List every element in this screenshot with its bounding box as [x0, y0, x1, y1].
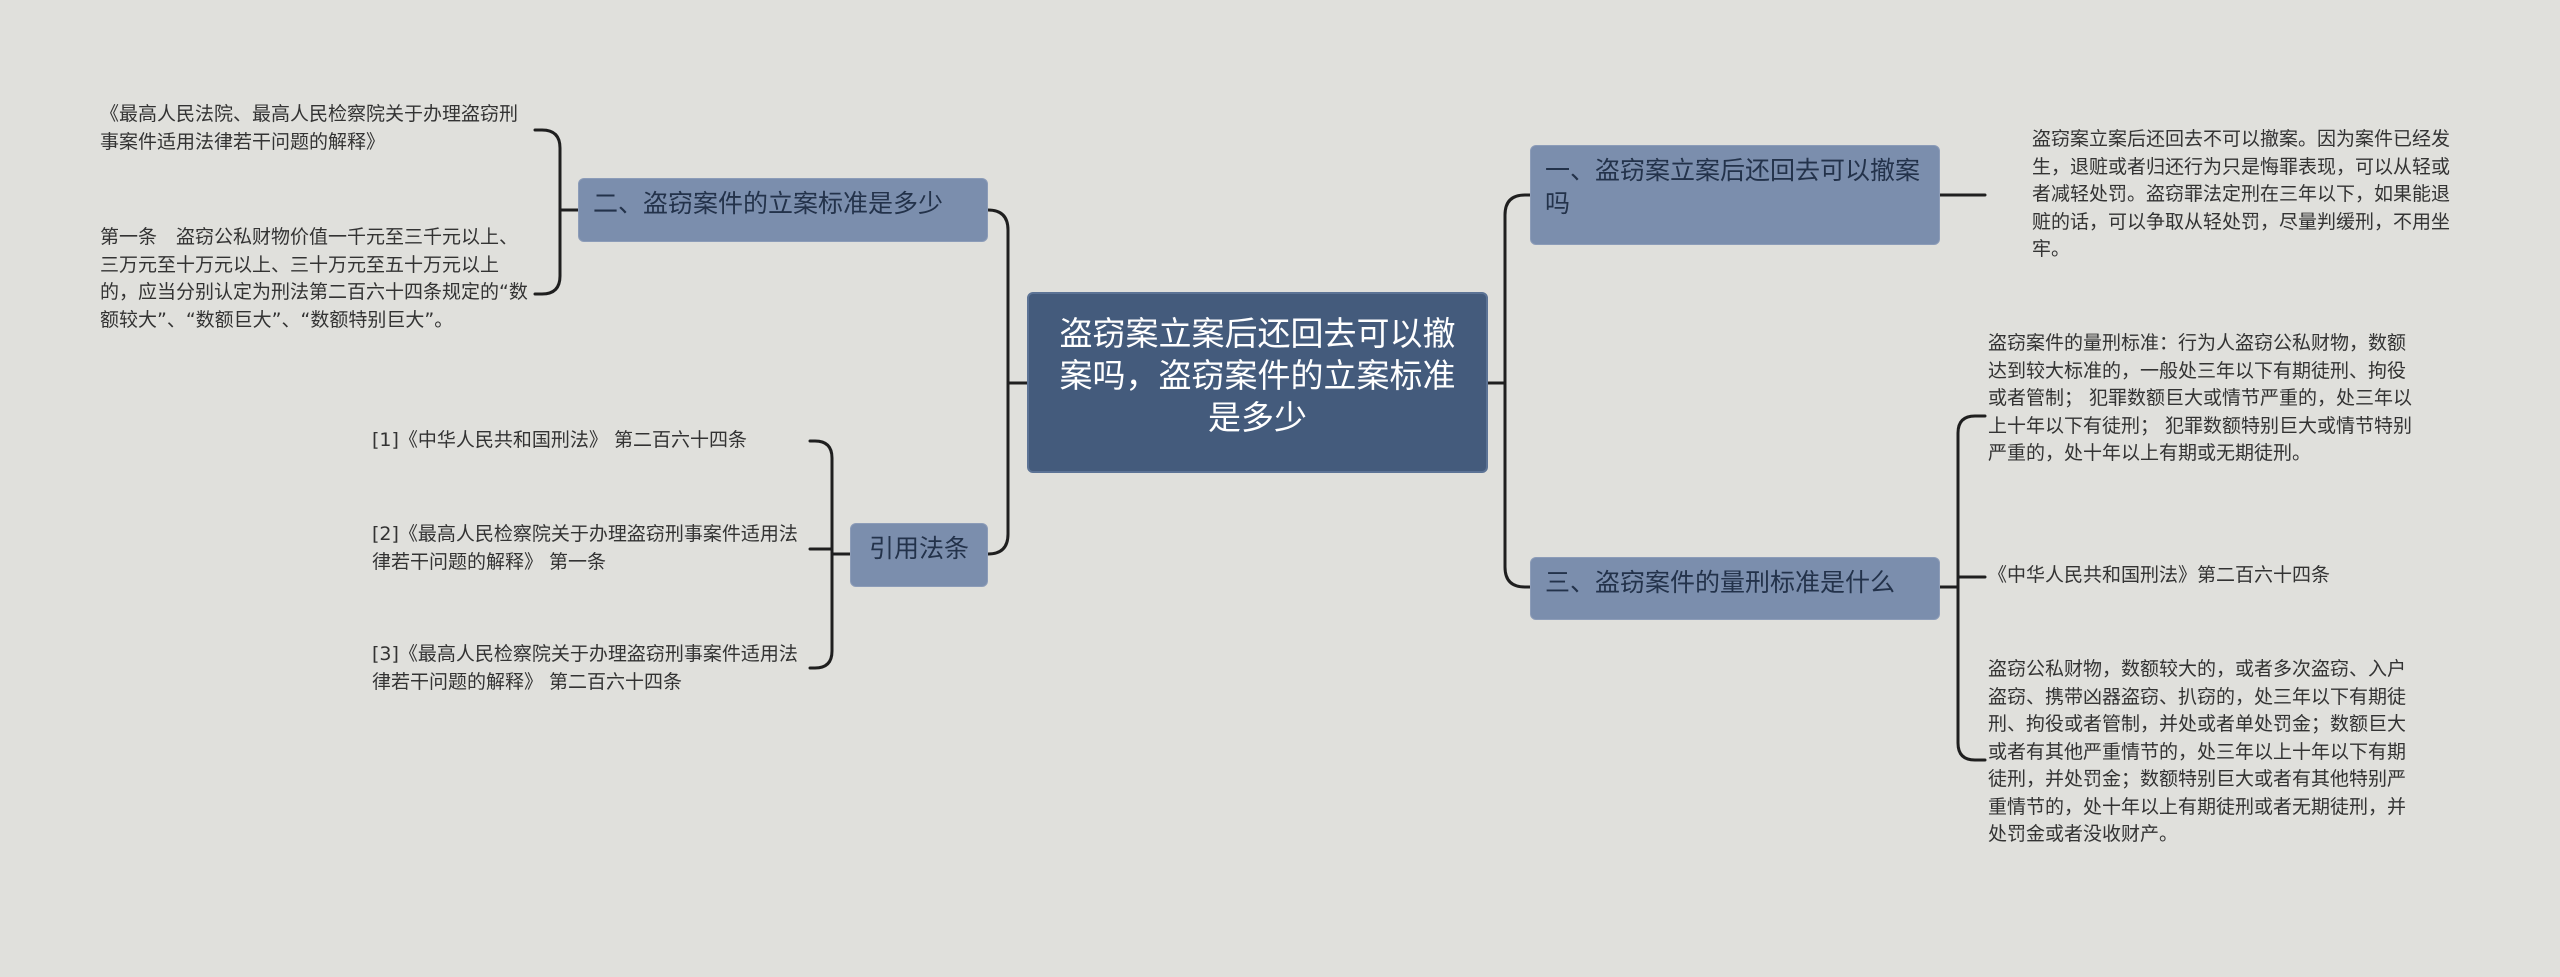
leaf-b2-1[interactable]: 《最高人民法院、最高人民检察院关于办理盗窃刑事案件适用法律若干问题的解释》 [100, 101, 532, 156]
leaf-b3-1[interactable]: 盗窃案件的量刑标准：行为人盗窃公私财物，数额达到较大标准的，一般处三年以下有期徒… [1988, 330, 2418, 468]
leaf-b3-2[interactable]: 《中华人民共和国刑法》第二百六十四条 [1988, 562, 2418, 590]
leaf-b3-3[interactable]: 盗窃公私财物，数额较大的，或者多次盗窃、入户盗窃、携带凶器盗窃、扒窃的，处三年以… [1988, 656, 2418, 849]
leaf-b4-2[interactable]: [2]《最高人民检察院关于办理盗窃刑事案件适用法律若干问题的解释》 第一条 [372, 521, 802, 576]
leaf-b3-3-text: 盗窃公私财物，数额较大的，或者多次盗窃、入户盗窃、携带凶器盗窃、扒窃的，处三年以… [1988, 658, 2407, 845]
branch-node-2[interactable]: 二、盗窃案件的立案标准是多少 [578, 178, 988, 242]
branch-node-4[interactable]: 引用法条 [850, 523, 988, 587]
leaf-b1-1[interactable]: 盗窃案立案后还回去不可以撤案。因为案件已经发生，退赃或者归还行为只是悔罪表现，可… [2032, 126, 2460, 264]
leaf-b3-1-text: 盗窃案件的量刑标准：行为人盗窃公私财物，数额达到较大标准的，一般处三年以下有期徒… [1988, 332, 2413, 464]
branch-2-label: 二、盗窃案件的立案标准是多少 [593, 189, 944, 218]
leaf-b4-3-text: [3]《最高人民检察院关于办理盗窃刑事案件适用法律若干问题的解释》 第二百六十四… [372, 643, 798, 693]
central-topic[interactable]: 盗窃案立案后还回去可以撤案吗，盗窃案件的立案标准是多少 [1027, 292, 1488, 473]
leaf-b1-1-text: 盗窃案立案后还回去不可以撤案。因为案件已经发生，退赃或者归还行为只是悔罪表现，可… [2032, 128, 2451, 260]
leaf-b4-1-text: [1]《中华人民共和国刑法》 第二百六十四条 [372, 429, 747, 451]
branch-3-label: 三、盗窃案件的量刑标准是什么 [1545, 568, 1896, 597]
leaf-b4-3[interactable]: [3]《最高人民检察院关于办理盗窃刑事案件适用法律若干问题的解释》 第二百六十四… [372, 641, 802, 696]
leaf-b4-2-text: [2]《最高人民检察院关于办理盗窃刑事案件适用法律若干问题的解释》 第一条 [372, 523, 798, 573]
branch-4-label: 引用法条 [868, 534, 969, 563]
central-topic-label: 盗窃案立案后还回去可以撤案吗，盗窃案件的立案标准是多少 [1059, 314, 1456, 437]
leaf-b3-2-text: 《中华人民共和国刑法》第二百六十四条 [1988, 564, 2331, 586]
branch-1-label: 一、盗窃案立案后还回去可以撤案吗 [1545, 156, 1921, 218]
leaf-b2-2[interactable]: 第一条 盗窃公私财物价值一千元至三千元以上、三万元至十万元以上、三十万元至五十万… [100, 224, 532, 334]
branch-node-3[interactable]: 三、盗窃案件的量刑标准是什么 [1530, 557, 1940, 620]
leaf-b4-1[interactable]: [1]《中华人民共和国刑法》 第二百六十四条 [372, 427, 812, 455]
leaf-b2-1-text: 《最高人民法院、最高人民检察院关于办理盗窃刑事案件适用法律若干问题的解释》 [100, 103, 519, 153]
leaf-b2-2-text: 第一条 盗窃公私财物价值一千元至三千元以上、三万元至十万元以上、三十万元至五十万… [100, 226, 528, 331]
branch-node-1[interactable]: 一、盗窃案立案后还回去可以撤案吗 [1530, 145, 1940, 245]
